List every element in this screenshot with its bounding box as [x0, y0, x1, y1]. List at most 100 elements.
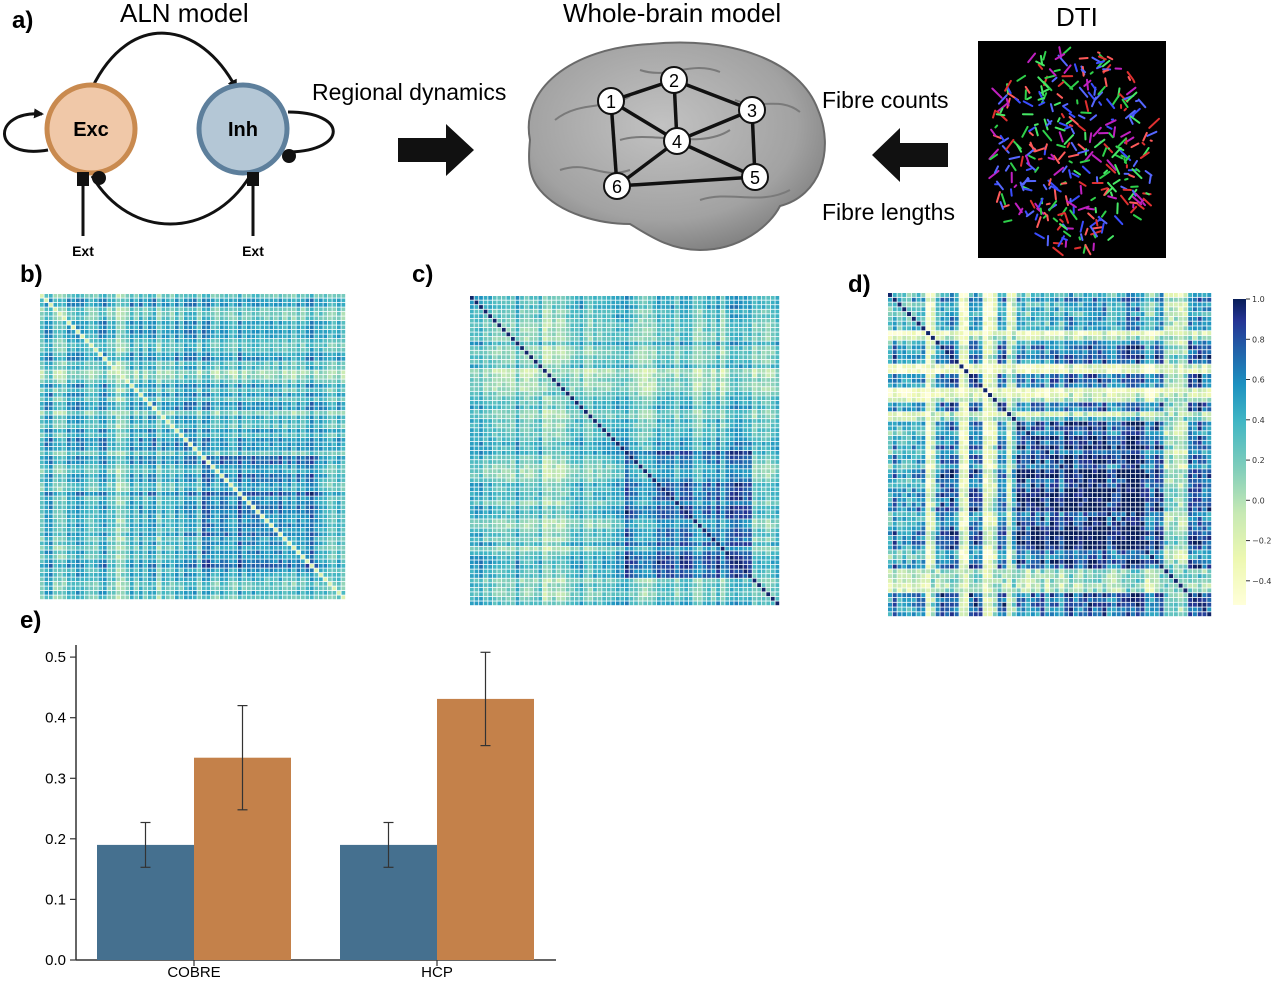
matrix-cell [152, 397, 157, 402]
matrix-cell [121, 532, 125, 537]
matrix-cell [247, 420, 251, 424]
dti-fibre [1084, 244, 1092, 256]
matrix-cell [85, 321, 89, 325]
matrix-cell [197, 519, 202, 523]
matrix-cell [296, 465, 301, 469]
matrix-cell [76, 559, 80, 564]
matrix-cell [296, 496, 301, 501]
matrix-cell [58, 496, 62, 501]
matrix-cell [143, 519, 148, 523]
matrix-cell [130, 465, 134, 469]
matrix-cell [170, 406, 175, 411]
matrix-cell [188, 555, 193, 559]
matrix-cell [296, 577, 301, 582]
matrix-cell [184, 348, 188, 352]
dti-fibre [1126, 71, 1134, 80]
matrix-cell [269, 433, 274, 438]
matrix-cell [292, 361, 296, 366]
matrix-cell [40, 361, 44, 366]
matrix-cell [148, 420, 152, 424]
matrix-cell [44, 303, 49, 307]
matrix-cell [76, 424, 80, 429]
matrix-cell [103, 541, 107, 546]
matrix-cell [233, 505, 238, 510]
matrix-cell [202, 433, 206, 438]
matrix-cell [85, 424, 89, 429]
matrix-cell [265, 523, 269, 528]
matrix-cell [139, 514, 143, 519]
matrix-cell [49, 330, 53, 334]
matrix-cell [287, 294, 292, 298]
matrix-cell [166, 532, 170, 537]
matrix-cell [40, 375, 44, 379]
matrix-cell [148, 514, 152, 519]
matrix-cell [148, 483, 152, 487]
matrix-cell [62, 577, 67, 582]
matrix-cell [107, 325, 112, 330]
matrix-cell [224, 321, 229, 325]
matrix-cell [202, 339, 206, 343]
matrix-cell [175, 487, 179, 492]
matrix-b [40, 294, 346, 600]
matrix-cell [188, 303, 193, 307]
matrix-cell [197, 469, 202, 474]
matrix-cell [224, 361, 229, 366]
matrix-cell [58, 388, 62, 393]
matrix-cell [184, 343, 188, 348]
matrix-cell [62, 469, 67, 474]
matrix-cell [229, 357, 233, 361]
matrix-cell [107, 388, 112, 393]
matrix-cell [220, 505, 224, 510]
matrix-cell [265, 361, 269, 366]
matrix-cell [247, 438, 251, 442]
matrix-cell [274, 442, 278, 447]
matrix-cell [238, 550, 242, 555]
matrix-cell [269, 339, 274, 343]
matrix-cell [242, 370, 247, 375]
matrix-cell [310, 550, 314, 555]
matrix-cell [125, 532, 130, 537]
matrix-cell [341, 339, 346, 343]
matrix-cell [274, 424, 278, 429]
matrix-cell [274, 339, 278, 343]
matrix-cell [157, 532, 161, 537]
matrix-cell [148, 307, 152, 312]
matrix-cell [301, 442, 305, 447]
matrix-cell [193, 339, 197, 343]
matrix-cell [152, 388, 157, 393]
matrix-cell [53, 456, 58, 460]
matrix-cell [265, 564, 269, 568]
matrix-cell [125, 577, 130, 582]
matrix-cell [283, 294, 287, 298]
matrix-cell [301, 487, 305, 492]
matrix-cell [58, 537, 62, 541]
dti-fibre [1053, 154, 1060, 164]
matrix-cell [130, 294, 134, 298]
matrix-cell [89, 397, 94, 402]
matrix-cell [301, 465, 305, 469]
matrix-cell [242, 478, 247, 483]
matrix-cell [170, 546, 175, 550]
matrix-cell [71, 559, 76, 564]
brain-illustration: 1 2 3 4 5 6 [527, 41, 826, 252]
matrix-cell [296, 433, 301, 438]
matrix-cell [188, 352, 193, 357]
matrix-cell [166, 415, 170, 420]
matrix-cell [62, 406, 67, 411]
matrix-cell [40, 523, 44, 528]
matrix-cell [278, 532, 283, 537]
matrix-cell [292, 456, 296, 460]
matrix-cell [233, 424, 238, 429]
matrix-cell [121, 510, 125, 514]
matrix-cell [202, 321, 206, 325]
matrix-cell [166, 370, 170, 375]
matrix-cell [269, 429, 274, 433]
matrix-cell [229, 514, 233, 519]
matrix-cell [283, 339, 287, 343]
matrix-cell [188, 591, 193, 595]
matrix-cell [170, 375, 175, 379]
matrix-cell [197, 451, 202, 456]
matrix-cell [278, 505, 283, 510]
matrix-cell [265, 415, 269, 420]
matrix-cell [107, 582, 112, 586]
